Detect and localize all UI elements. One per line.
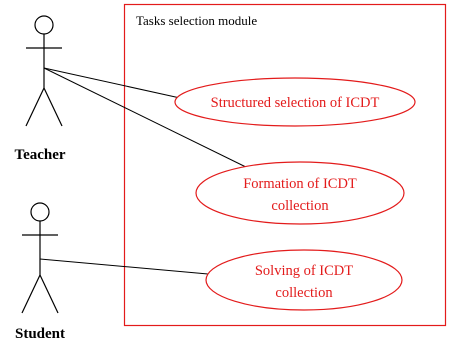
svg-text:Solving of ICDT: Solving of ICDT <box>255 263 353 279</box>
use-case-structured-selection: Structured selection of ICDT <box>174 77 416 127</box>
association-teacher-structured <box>43 67 181 99</box>
association-student-solving <box>39 258 209 275</box>
svg-text:Formation of ICDT: Formation of ICDT <box>243 176 357 192</box>
actor-teacher-label: Teacher <box>14 147 65 163</box>
actor-student-label: Student <box>15 326 65 342</box>
use-case-solving: Solving of ICDT collection <box>205 249 403 311</box>
use-case-solving-label-line2: collection <box>275 285 333 301</box>
use-case-formation: Formation of ICDT collection <box>195 161 405 225</box>
svg-text:collection: collection <box>271 198 329 214</box>
actor-teacher <box>25 15 63 127</box>
use-case-solving-label-line1: Solving of ICDT <box>255 263 353 279</box>
use-case-formation-label-line1: Formation of ICDT <box>243 176 357 192</box>
use-case-structured-label: Structured selection of ICDT <box>211 95 380 111</box>
association-teacher-formation <box>43 67 253 171</box>
system-boundary <box>123 3 447 327</box>
use-case-formation-label-line2: collection <box>271 198 329 214</box>
svg-text:Structured selection of ICDT: Structured selection of ICDT <box>211 95 380 111</box>
actor-student <box>21 202 59 314</box>
system-boundary-label: Tasks selection module <box>136 13 257 28</box>
svg-text:collection: collection <box>275 285 333 301</box>
